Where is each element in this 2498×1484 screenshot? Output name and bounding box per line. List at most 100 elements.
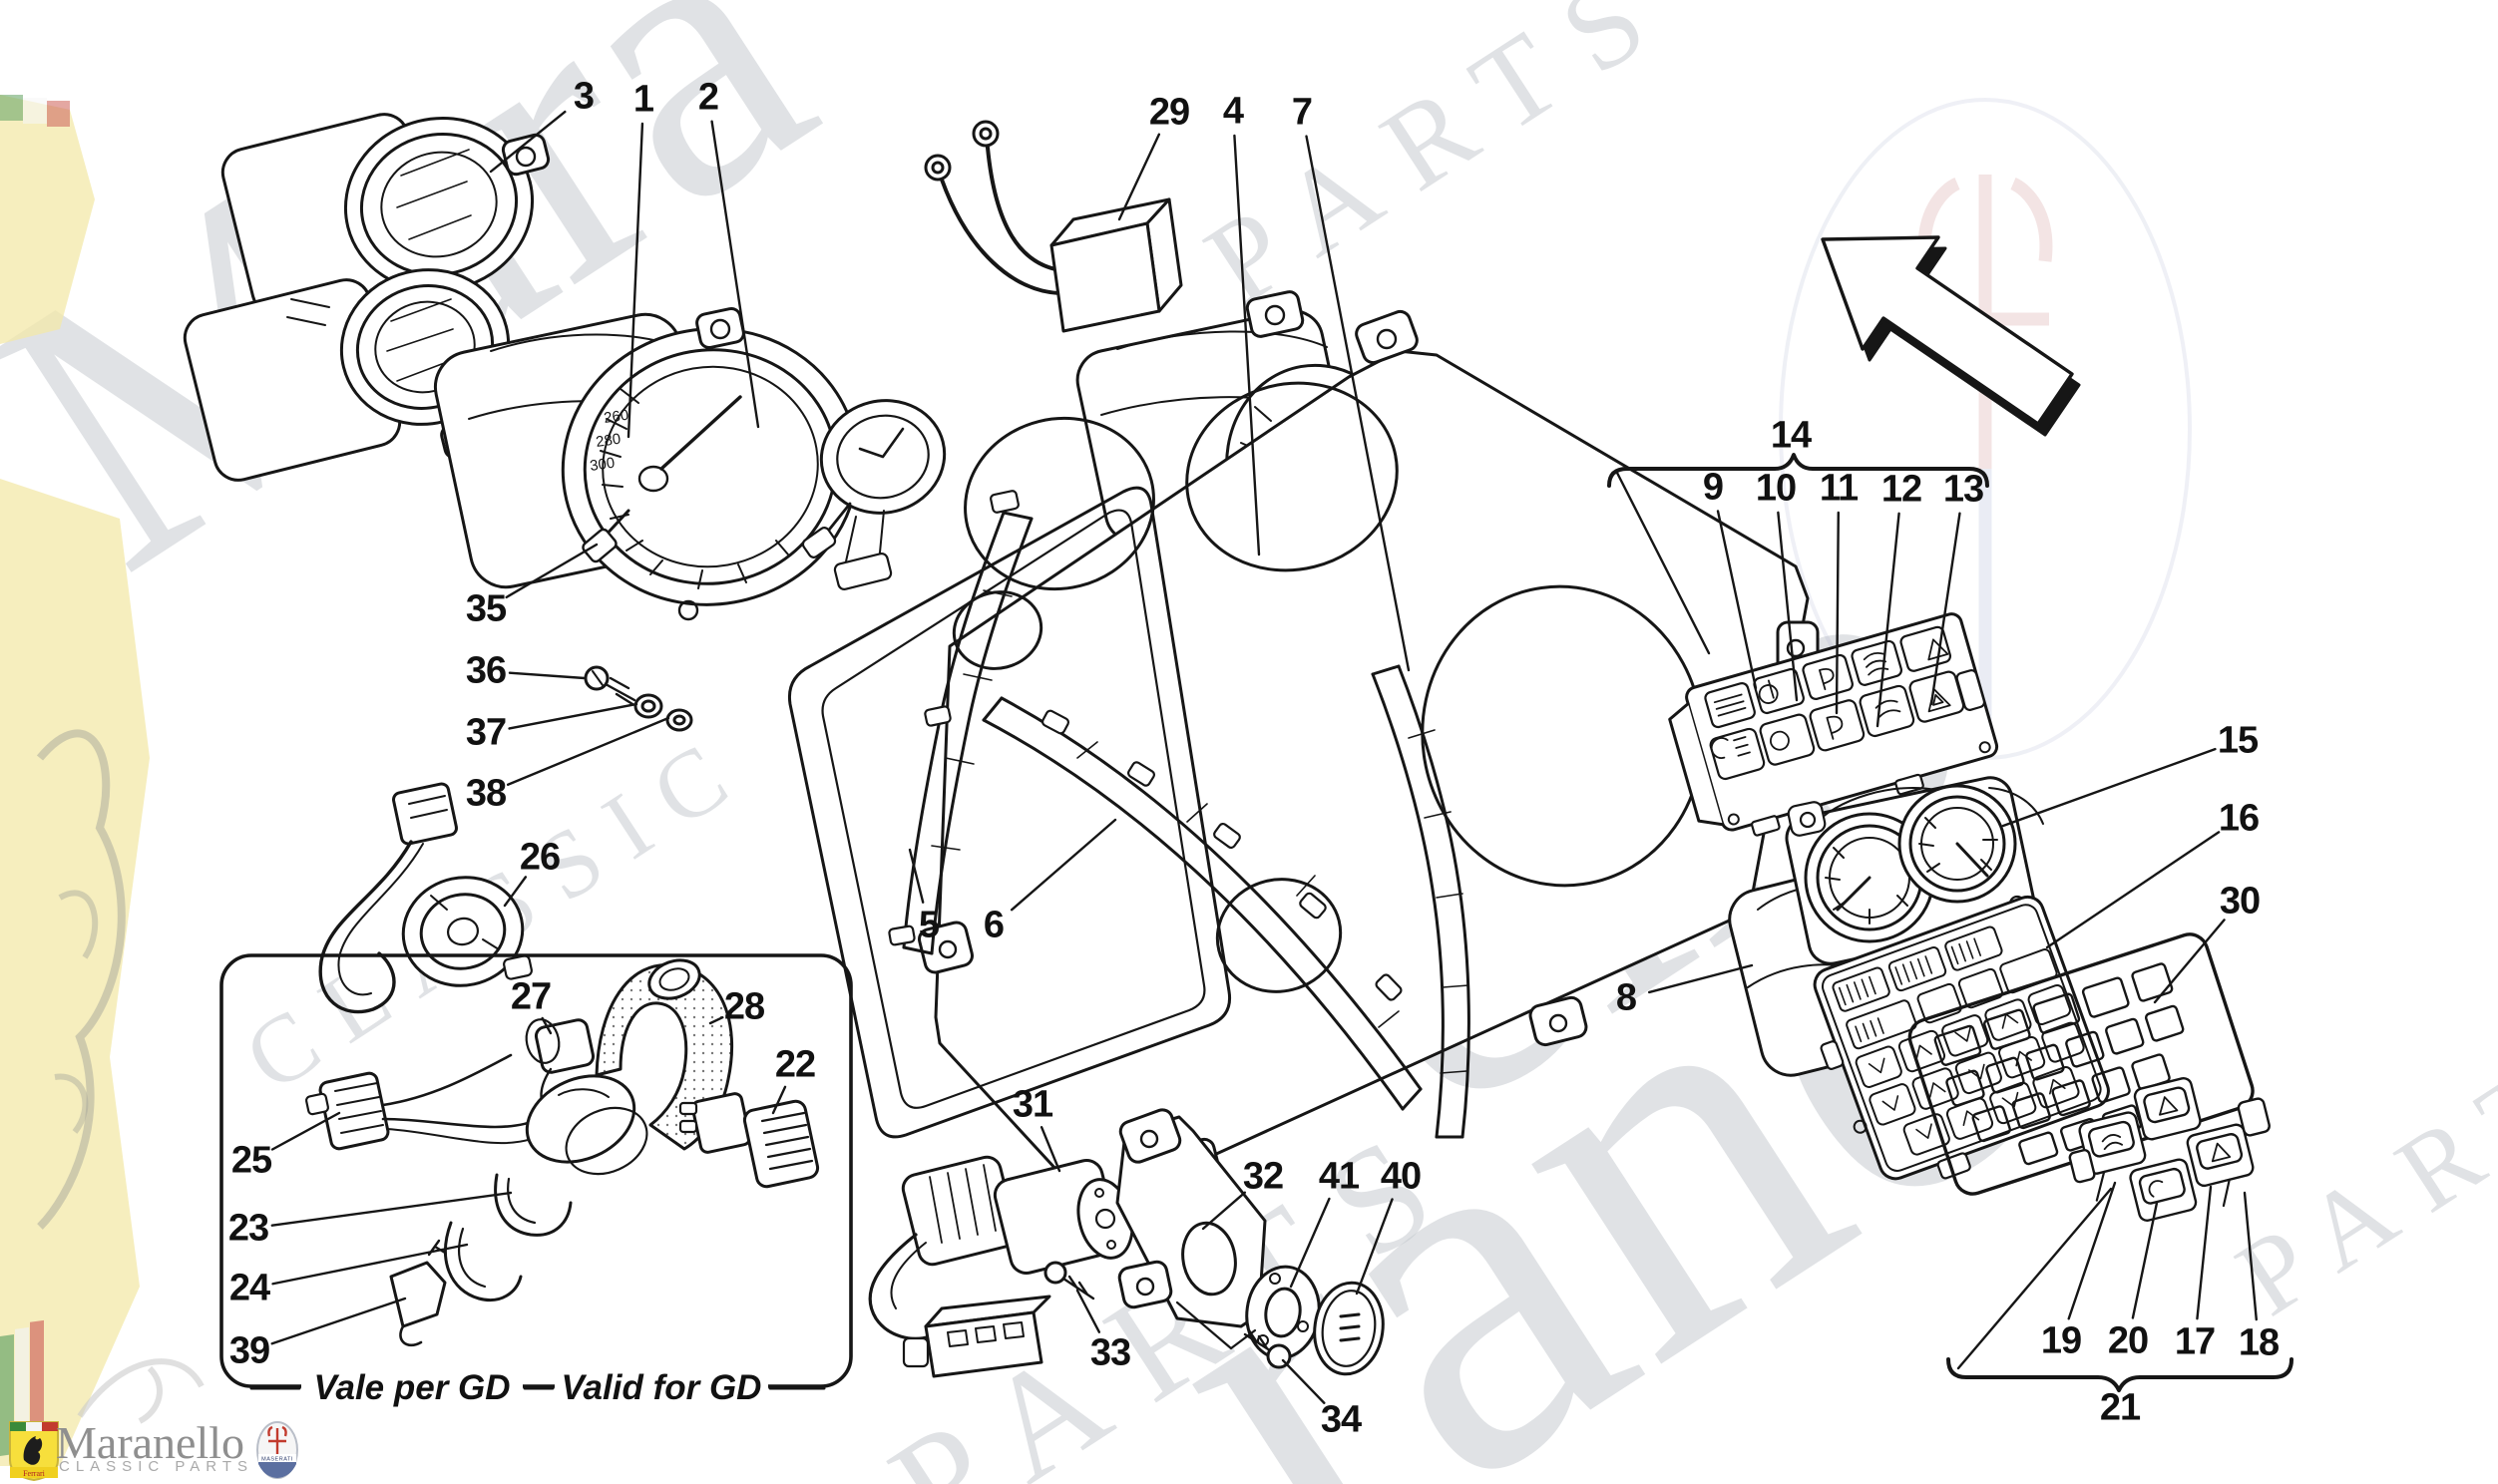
leader-line-9 bbox=[1716, 510, 1758, 690]
part-leader-lines bbox=[270, 110, 2258, 1404]
part-label-41: 41 bbox=[1318, 1155, 1360, 1198]
leader-line-2 bbox=[710, 120, 760, 429]
part-label-35: 35 bbox=[465, 587, 507, 630]
part-label-10: 10 bbox=[1755, 467, 1797, 510]
leader-line-11 bbox=[1835, 511, 1840, 715]
part-label-18: 18 bbox=[2238, 1321, 2280, 1364]
part-label-20: 20 bbox=[2107, 1319, 2149, 1362]
gd-option-box bbox=[219, 953, 853, 1388]
dimmer-motor-assembly bbox=[868, 1108, 1385, 1378]
leader-line-34 bbox=[1281, 1358, 1326, 1404]
part-label-38: 38 bbox=[465, 772, 507, 815]
clock-gauge bbox=[801, 399, 947, 590]
part-label-4: 4 bbox=[1222, 90, 1244, 133]
leader-line-37 bbox=[508, 702, 638, 730]
speedometer-number-300: 300 bbox=[589, 455, 616, 475]
part-label-28: 28 bbox=[723, 985, 765, 1028]
leader-line-40 bbox=[1355, 1198, 1394, 1296]
part-label-23: 23 bbox=[227, 1207, 269, 1250]
part-label-5: 5 bbox=[918, 904, 940, 946]
twin-gauge-pod bbox=[183, 113, 551, 482]
leader-line-31 bbox=[1040, 1126, 1061, 1173]
leader-line-15 bbox=[2001, 747, 2217, 828]
screw-and-washers bbox=[584, 665, 693, 732]
part-label-7: 7 bbox=[1291, 91, 1313, 134]
part-label-24: 24 bbox=[228, 1267, 270, 1309]
leader-line-26 bbox=[503, 876, 528, 908]
light-sensor-cable bbox=[318, 782, 533, 1014]
part-label-40: 40 bbox=[1380, 1155, 1422, 1198]
trim-bar-lower bbox=[982, 696, 1423, 1111]
part-label-37: 37 bbox=[465, 711, 507, 754]
part-label-29: 29 bbox=[1148, 91, 1190, 134]
speedometer-number-280: 280 bbox=[595, 431, 622, 451]
switch-panel bbox=[1668, 612, 1999, 837]
part-label-25: 25 bbox=[230, 1139, 272, 1182]
part-label-22: 22 bbox=[774, 1043, 816, 1086]
leader-line-3 bbox=[489, 110, 567, 174]
part-label-19: 19 bbox=[2040, 1319, 2082, 1362]
part-label-17: 17 bbox=[2174, 1320, 2216, 1363]
leader-line-1 bbox=[626, 122, 644, 439]
leader-line-36 bbox=[508, 671, 587, 680]
rocker-switch-cluster bbox=[2068, 1076, 2271, 1222]
leader-line-23 bbox=[270, 1191, 513, 1227]
part-label-12: 12 bbox=[1880, 468, 1922, 511]
leader-line-17 bbox=[2196, 1185, 2213, 1320]
side-trim-strip bbox=[1371, 664, 1470, 1139]
relay-box bbox=[924, 120, 1183, 333]
leader-line-32 bbox=[1201, 1191, 1247, 1231]
climate-control-panel bbox=[1813, 895, 2110, 1181]
brace-leader-lines bbox=[1615, 471, 2113, 1370]
footer-brand-text: Maranello bbox=[56, 1417, 245, 1468]
part-label-33: 33 bbox=[1089, 1331, 1131, 1374]
leader-line-4 bbox=[1233, 134, 1261, 556]
part-label-11: 11 bbox=[1819, 467, 1859, 510]
part-label-2: 2 bbox=[697, 76, 719, 119]
group-braces bbox=[1607, 453, 2293, 1392]
leader-line-20 bbox=[2131, 1201, 2159, 1319]
leader-line-22 bbox=[771, 1085, 787, 1115]
bezel-strip-vertical bbox=[888, 490, 1034, 955]
part-label-21: 21 bbox=[2099, 1386, 2141, 1429]
leader-line-30 bbox=[2153, 919, 2226, 1004]
leader-line-12 bbox=[1875, 512, 1900, 728]
part-label-27: 27 bbox=[510, 975, 552, 1018]
leader-line-6 bbox=[1010, 818, 1117, 912]
part-label-1: 1 bbox=[632, 78, 654, 121]
part-label-9: 9 bbox=[1702, 466, 1724, 509]
leader-line-39 bbox=[270, 1297, 407, 1345]
part-label-39: 39 bbox=[228, 1329, 270, 1372]
leader-line-7 bbox=[1305, 135, 1411, 672]
part-label-30: 30 bbox=[2219, 880, 2261, 923]
maserati-trident-icon: MASERATI bbox=[256, 1421, 298, 1479]
leader-line-41 bbox=[1289, 1197, 1331, 1289]
part-label-32: 32 bbox=[1242, 1155, 1284, 1198]
caption-italian: Vale per GD bbox=[301, 1368, 523, 1408]
caption-english: Valid for GD bbox=[555, 1368, 768, 1408]
leader-line-16 bbox=[2045, 831, 2221, 949]
leader-line-28 bbox=[708, 1016, 724, 1025]
leader-line-33 bbox=[1075, 1289, 1101, 1333]
part-label-13: 13 bbox=[1942, 468, 1984, 511]
part-label-3: 3 bbox=[573, 75, 595, 118]
leader-line-13 bbox=[1929, 512, 1961, 706]
leader-line-29 bbox=[1117, 133, 1161, 221]
part-label-15: 15 bbox=[2217, 719, 2259, 762]
leader-line-35 bbox=[505, 543, 599, 599]
part-label-16: 16 bbox=[2218, 797, 2260, 840]
leader-line-38 bbox=[506, 716, 670, 786]
part-label-26: 26 bbox=[519, 836, 561, 879]
part-label-31: 31 bbox=[1012, 1083, 1053, 1126]
part-label-36: 36 bbox=[465, 649, 507, 692]
leader-line-24 bbox=[271, 1243, 469, 1286]
part-label-34: 34 bbox=[1320, 1398, 1362, 1441]
leader-line-8 bbox=[1648, 963, 1754, 994]
leader-line-27 bbox=[541, 1016, 553, 1035]
ferrari-shield-watermark bbox=[0, 95, 205, 1466]
leader-line-18 bbox=[2243, 1191, 2258, 1321]
